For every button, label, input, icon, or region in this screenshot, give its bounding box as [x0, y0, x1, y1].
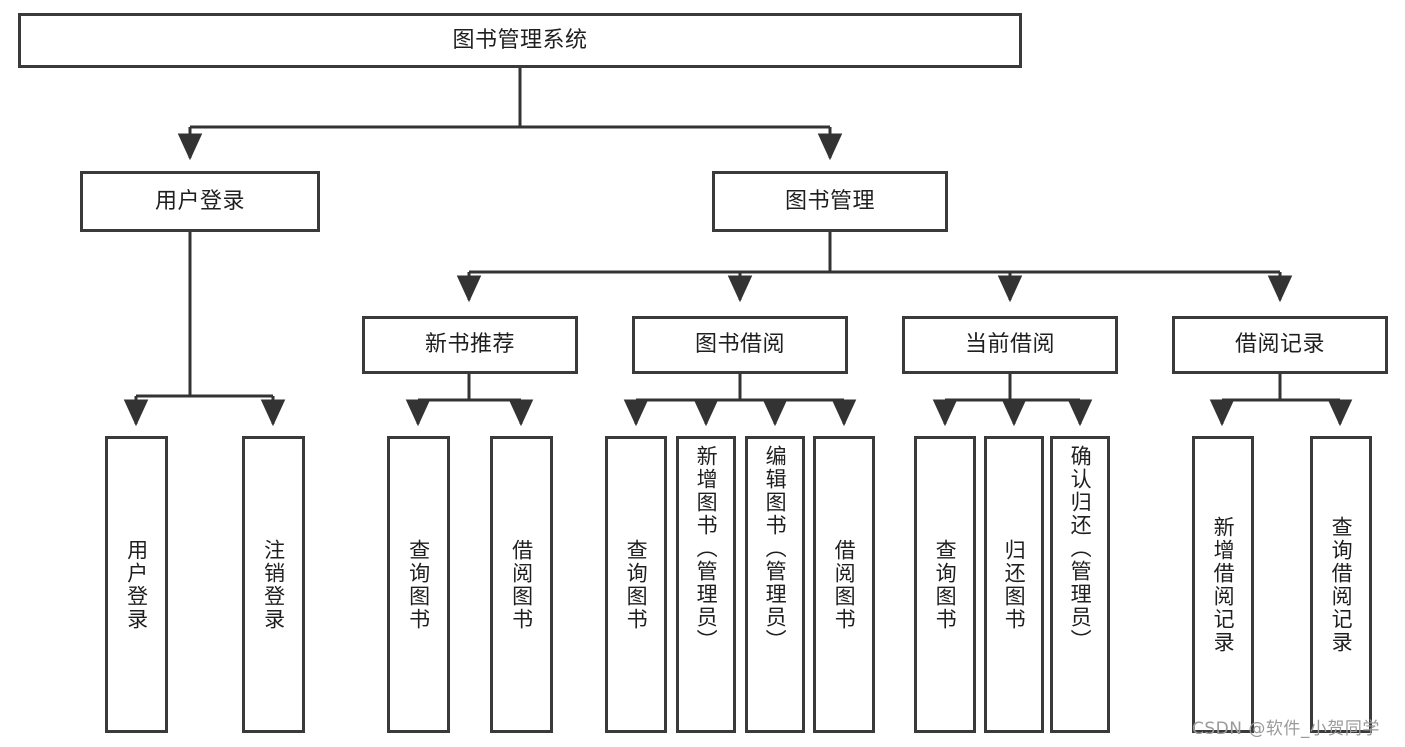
node-user-login[interactable]: 用户登录 [80, 171, 320, 232]
leaf-return-book[interactable]: 归还图书 [984, 436, 1044, 733]
node-label: 借阅图书 [832, 538, 857, 631]
node-label: 图书管理 [784, 188, 875, 214]
node-label: 查询图书 [933, 538, 958, 631]
node-label: 编辑图书（管理员） [763, 445, 788, 652]
node-book-management[interactable]: 图书管理 [712, 171, 948, 232]
leaf-confirm-return-admin[interactable]: 确认归还（管理员） [1050, 436, 1110, 733]
node-label: 用户登录 [154, 188, 245, 214]
leaf-add-book-admin[interactable]: 新增图书（管理员） [676, 436, 736, 733]
node-label: 归还图书 [1002, 538, 1027, 631]
node-new-book-recommend[interactable]: 新书推荐 [362, 316, 578, 374]
leaf-query-book-borrow[interactable]: 查询图书 [605, 436, 667, 733]
node-current-borrow[interactable]: 当前借阅 [902, 316, 1118, 374]
leaf-logout[interactable]: 注销登录 [242, 436, 305, 733]
node-label: 借阅记录 [1234, 332, 1325, 358]
leaf-borrow-book-new[interactable]: 借阅图书 [490, 436, 553, 733]
leaf-borrow-book[interactable]: 借阅图书 [813, 436, 875, 733]
node-label: 当前借阅 [964, 332, 1055, 358]
leaf-add-borrow-record[interactable]: 新增借阅记录 [1192, 436, 1254, 733]
leaf-query-borrow-record[interactable]: 查询借阅记录 [1310, 436, 1372, 733]
node-label: 新增图书（管理员） [694, 445, 719, 652]
leaf-query-book-current[interactable]: 查询图书 [914, 436, 976, 733]
node-label: 确认归还（管理员） [1068, 445, 1093, 652]
node-label: 图书管理系统 [452, 27, 588, 53]
leaf-query-book-new[interactable]: 查询图书 [387, 436, 450, 733]
leaf-edit-book-admin[interactable]: 编辑图书（管理员） [745, 436, 805, 733]
node-borrow-record[interactable]: 借阅记录 [1172, 316, 1388, 374]
node-label: 注销登录 [261, 538, 286, 631]
node-book-borrow[interactable]: 图书借阅 [632, 316, 848, 374]
node-label: 查询图书 [624, 538, 649, 631]
node-label: 查询图书 [406, 538, 431, 631]
node-label: 用户登录 [124, 538, 149, 631]
node-root-book-management-system[interactable]: 图书管理系统 [18, 13, 1022, 68]
node-label: 新增借阅记录 [1211, 515, 1236, 654]
node-label: 借阅图书 [509, 538, 534, 631]
leaf-user-login[interactable]: 用户登录 [105, 436, 168, 733]
csdn-watermark: CSDN @软件_小贺同学 [1192, 719, 1380, 739]
node-label: 新书推荐 [424, 332, 515, 358]
node-label: 查询借阅记录 [1329, 515, 1354, 654]
node-label: 图书借阅 [694, 332, 785, 358]
